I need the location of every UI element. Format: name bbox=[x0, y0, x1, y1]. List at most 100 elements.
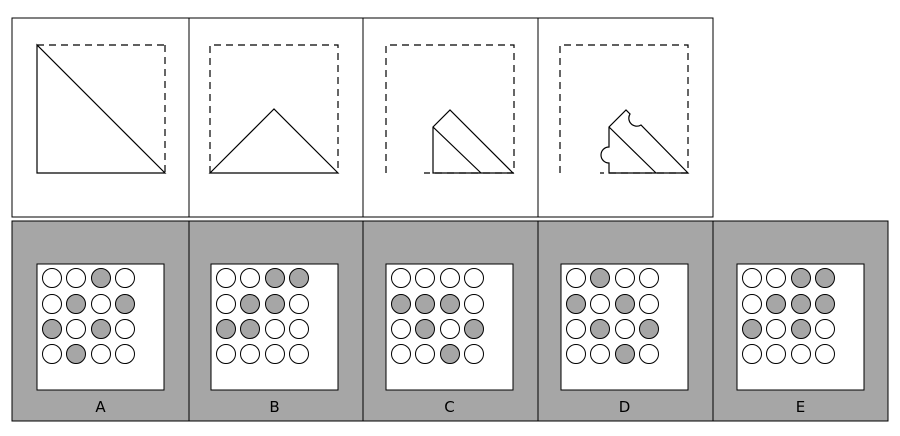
answer-option-a[interactable]: A bbox=[36, 263, 165, 416]
hole-empty bbox=[115, 344, 135, 364]
hole-empty bbox=[590, 344, 610, 364]
hole-empty bbox=[91, 344, 111, 364]
hole-empty bbox=[42, 344, 62, 364]
fold-line bbox=[432, 126, 482, 174]
hole-punched bbox=[289, 268, 309, 288]
hole-empty bbox=[391, 268, 411, 288]
hole-empty bbox=[791, 344, 811, 364]
hole-punched bbox=[91, 268, 111, 288]
hole-punched bbox=[615, 294, 635, 314]
answer-option-b[interactable]: B bbox=[210, 263, 339, 416]
hole-empty bbox=[415, 344, 435, 364]
hole-empty bbox=[265, 344, 285, 364]
original-outline bbox=[209, 44, 339, 173]
hole-punched bbox=[66, 294, 86, 314]
hole-empty bbox=[766, 319, 786, 339]
hole-punched bbox=[42, 319, 62, 339]
hole-empty bbox=[440, 268, 460, 288]
hole-empty bbox=[639, 294, 659, 314]
hole-punched bbox=[216, 319, 236, 339]
hole-empty bbox=[440, 319, 460, 339]
hole-empty bbox=[639, 344, 659, 364]
hole-empty bbox=[115, 268, 135, 288]
hole-empty bbox=[42, 268, 62, 288]
hole-empty bbox=[115, 319, 135, 339]
hole-punched bbox=[66, 344, 86, 364]
hole-empty bbox=[42, 294, 62, 314]
hole-empty bbox=[66, 319, 86, 339]
fold-step-1 bbox=[36, 43, 167, 174]
hole-empty bbox=[815, 319, 835, 339]
answer-option-e[interactable]: E bbox=[736, 263, 865, 416]
option-label: B bbox=[269, 398, 279, 416]
fold-step-3 bbox=[385, 44, 515, 174]
hole-punched bbox=[240, 294, 260, 314]
hole-empty bbox=[566, 268, 586, 288]
hole-punched bbox=[415, 294, 435, 314]
folded-paper bbox=[208, 108, 340, 174]
hole-empty bbox=[766, 268, 786, 288]
option-label: E bbox=[796, 398, 805, 416]
fold-step-2 bbox=[208, 44, 340, 174]
hole-punched bbox=[791, 268, 811, 288]
hole-empty bbox=[742, 344, 762, 364]
hole-empty bbox=[240, 268, 260, 288]
hole-empty bbox=[742, 268, 762, 288]
hole-empty bbox=[566, 344, 586, 364]
hole-empty bbox=[742, 294, 762, 314]
option-label: D bbox=[619, 398, 631, 416]
hole-punched bbox=[265, 268, 285, 288]
hole-punched bbox=[766, 294, 786, 314]
hole-empty bbox=[464, 294, 484, 314]
hole-punched bbox=[240, 319, 260, 339]
hole-empty bbox=[240, 344, 260, 364]
hole-empty bbox=[91, 294, 111, 314]
fold-step-4 bbox=[559, 44, 690, 174]
hole-empty bbox=[216, 294, 236, 314]
hole-empty bbox=[289, 319, 309, 339]
hole-empty bbox=[615, 268, 635, 288]
hole-empty bbox=[391, 319, 411, 339]
hole-empty bbox=[216, 268, 236, 288]
hole-punched bbox=[791, 319, 811, 339]
hole-punched bbox=[791, 294, 811, 314]
hole-punched bbox=[639, 319, 659, 339]
hole-punched bbox=[265, 294, 285, 314]
hole-punched bbox=[615, 344, 635, 364]
hole-empty bbox=[639, 268, 659, 288]
hole-punched bbox=[391, 294, 411, 314]
hole-empty bbox=[66, 268, 86, 288]
hole-empty bbox=[391, 344, 411, 364]
answer-option-d[interactable]: D bbox=[560, 263, 689, 416]
hole-empty bbox=[289, 344, 309, 364]
hole-punched bbox=[115, 294, 135, 314]
hole-punched bbox=[590, 319, 610, 339]
option-label: A bbox=[95, 398, 106, 416]
fold-line bbox=[608, 126, 657, 174]
hole-empty bbox=[216, 344, 236, 364]
hole-punched bbox=[464, 319, 484, 339]
answer-options: A B C D E bbox=[36, 263, 865, 416]
folded-paper bbox=[36, 43, 167, 174]
hole-empty bbox=[615, 319, 635, 339]
hole-empty bbox=[464, 268, 484, 288]
hole-empty bbox=[289, 294, 309, 314]
hole-punched bbox=[566, 294, 586, 314]
answer-option-c[interactable]: C bbox=[385, 263, 514, 416]
folded-paper bbox=[432, 109, 515, 174]
question-row bbox=[11, 17, 714, 218]
hole-empty bbox=[566, 319, 586, 339]
hole-empty bbox=[464, 344, 484, 364]
hole-punched bbox=[440, 294, 460, 314]
hole-punched bbox=[91, 319, 111, 339]
hole-empty bbox=[815, 344, 835, 364]
folded-paper bbox=[600, 109, 690, 174]
hole-punched bbox=[440, 344, 460, 364]
hole-empty bbox=[590, 294, 610, 314]
hole-empty bbox=[766, 344, 786, 364]
hole-empty bbox=[415, 268, 435, 288]
hole-punched bbox=[415, 319, 435, 339]
hole-punched bbox=[590, 268, 610, 288]
option-label: C bbox=[444, 398, 454, 416]
